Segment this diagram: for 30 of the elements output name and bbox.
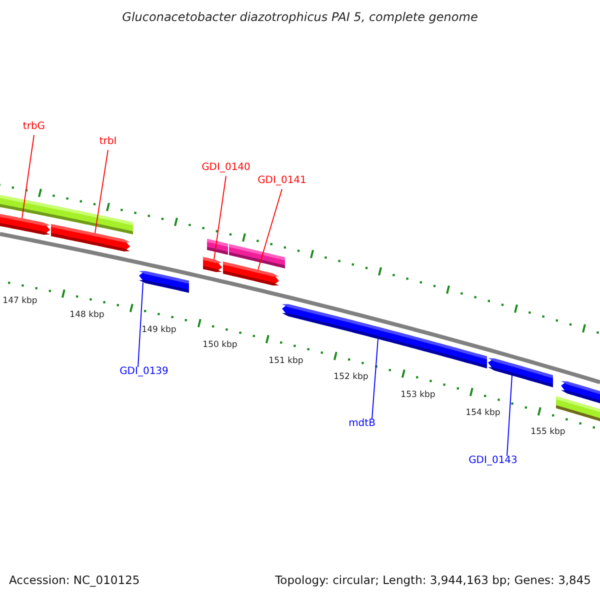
leader-line — [372, 338, 378, 420]
title: Gluconacetobacter diazotrophicus PAI 5, complete genome — [121, 10, 479, 24]
gene-feature — [0, 213, 50, 235]
leader-line — [258, 188, 282, 270]
scale-label: 154 kbp — [464, 408, 502, 418]
genome-info-text: Topology: circular; Length: 3,944,163 bp; Genes: 3,845 — [275, 574, 591, 588]
scale-label: 153 kbp — [400, 390, 436, 400]
gene-feature — [0, 194, 133, 234]
gene-label: trbG — [0, 121, 74, 133]
scale-label: 152 kbp — [332, 372, 370, 382]
gene-feature — [556, 396, 600, 423]
scale-label: 147 kbp — [2, 296, 38, 306]
gene-label: GDI_0141 — [242, 175, 322, 187]
gene-label: mdtB — [322, 418, 402, 430]
gene-feature — [488, 358, 553, 388]
leader-line — [22, 134, 34, 219]
scale-label: 148 kbp — [68, 310, 106, 320]
leader-line — [94, 150, 108, 234]
leader-line — [506, 374, 512, 456]
gene-label: GDI_0140 — [186, 162, 266, 174]
gene-label: GDI_0139 — [104, 366, 184, 378]
leader-line — [138, 282, 144, 368]
scale-label: 150 kbp — [202, 340, 238, 350]
accession-text: Accession: NC_010125 — [9, 574, 140, 588]
scale-label: 151 kbp — [268, 356, 304, 366]
scale-label: 149 kbp — [140, 325, 178, 336]
gene-label: GDI_0143 — [453, 455, 533, 467]
genome-backbone — [0, 232, 600, 384]
gene-label: trbI — [68, 136, 148, 148]
scale-label: 155 kbp — [530, 427, 566, 438]
